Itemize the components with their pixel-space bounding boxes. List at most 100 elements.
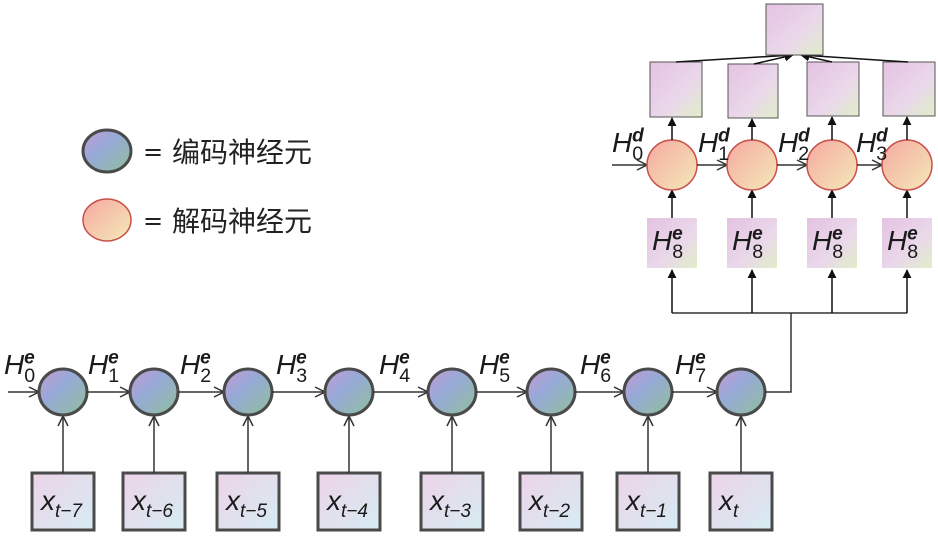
label-base: H bbox=[580, 349, 601, 380]
decoder-context-input: H8e bbox=[807, 218, 857, 268]
label-superscript: e bbox=[672, 223, 683, 244]
final-output-box bbox=[765, 3, 824, 56]
encoder-state-label: H0 bbox=[4, 349, 35, 387]
context-box bbox=[807, 218, 857, 268]
encoder-input: xt−4 bbox=[316, 471, 382, 532]
label-base: H bbox=[479, 349, 500, 380]
encoder-input: xt bbox=[708, 471, 774, 532]
label-subscript: t−1 bbox=[640, 501, 667, 522]
label-subscript: 8 bbox=[832, 241, 843, 263]
label-base: H bbox=[180, 349, 201, 380]
label-superscript: e bbox=[832, 223, 843, 244]
encoder-input: xt−5 bbox=[215, 471, 281, 532]
encoder-neuron bbox=[715, 367, 767, 417]
legend-item-encoder: = 编码神经元 bbox=[81, 128, 312, 174]
label-subscript: 7 bbox=[695, 365, 706, 387]
label-subscript: t−6 bbox=[146, 501, 173, 522]
encoder-neuron bbox=[37, 367, 89, 417]
input-label: xt−7 bbox=[39, 485, 83, 522]
label-superscript: e bbox=[296, 347, 307, 368]
label-base: H bbox=[379, 349, 400, 380]
decoder-neuron-symbol bbox=[82, 198, 132, 242]
label-subscript: 8 bbox=[752, 241, 763, 263]
encoder-state-label: H6 bbox=[580, 349, 611, 387]
context-box bbox=[727, 218, 777, 268]
decoder-output-box bbox=[649, 61, 703, 118]
label-subscript: 3 bbox=[296, 365, 307, 387]
legend-item-decoder: = 解码神经元 bbox=[82, 198, 312, 242]
label-base: H bbox=[612, 127, 633, 158]
input-box bbox=[316, 471, 382, 532]
label-subscript: 0 bbox=[24, 365, 35, 387]
label-base: x bbox=[130, 485, 147, 516]
decoder-context-input: H8e bbox=[727, 218, 777, 268]
encoder-input: xt−2 bbox=[518, 471, 584, 532]
label-base: x bbox=[527, 485, 544, 516]
encoder-state-label: H7 bbox=[675, 349, 706, 387]
legend: = 编码神经元 = 解码神经元 bbox=[81, 128, 312, 242]
aggregation-arrow bbox=[800, 51, 909, 63]
legend-equals: = bbox=[143, 207, 163, 235]
input-label: xt−1 bbox=[624, 485, 667, 522]
context-connector bbox=[667, 269, 912, 393]
input-box bbox=[518, 471, 584, 532]
label-base: H bbox=[675, 349, 696, 380]
label-base: H bbox=[4, 349, 25, 380]
encoder-state-label: H1 bbox=[88, 349, 119, 387]
legend-label-decoder: 解码神经元 bbox=[172, 205, 312, 238]
input-label: xt−2 bbox=[527, 485, 570, 522]
label-subscript: 8 bbox=[907, 241, 918, 263]
context-box bbox=[647, 218, 697, 268]
encoder-neuron bbox=[222, 367, 274, 417]
label-base: x bbox=[624, 485, 641, 516]
context-label: H8 bbox=[812, 225, 843, 263]
encoder-neuron bbox=[323, 367, 375, 417]
aggregation-arrow bbox=[753, 52, 794, 65]
label-subscript: 4 bbox=[399, 365, 410, 387]
input-label: xt−4 bbox=[325, 485, 368, 522]
label-subscript: 5 bbox=[499, 365, 510, 387]
decoder-output-box bbox=[882, 61, 936, 117]
encoder-neuron bbox=[426, 367, 478, 417]
label-base: H bbox=[732, 225, 753, 256]
context-line bbox=[765, 313, 792, 393]
decoder-context-input: H8e bbox=[647, 218, 697, 268]
aggregation-arrow bbox=[675, 50, 794, 63]
label-superscript: e bbox=[399, 347, 410, 368]
encoder-neuron bbox=[622, 367, 674, 417]
label-base: x bbox=[39, 485, 56, 516]
encoder-state-label: H5 bbox=[479, 349, 510, 387]
encoder-neuron bbox=[128, 367, 180, 417]
label-subscript: 2 bbox=[798, 143, 809, 165]
label-base: H bbox=[887, 225, 908, 256]
label-base: H bbox=[812, 225, 833, 256]
encoder-state-label: H4 bbox=[379, 349, 410, 387]
input-label: xt−5 bbox=[224, 485, 267, 522]
label-subscript: t bbox=[733, 501, 739, 522]
label-subscript: t−4 bbox=[341, 501, 368, 522]
decoder-neuron bbox=[726, 139, 778, 191]
encoder-input: xt−1 bbox=[615, 471, 681, 532]
label-superscript: e bbox=[108, 347, 119, 368]
decoder-state-label: H1 bbox=[698, 127, 729, 165]
label-subscript: t−2 bbox=[543, 501, 570, 522]
encoder-neuron bbox=[525, 367, 577, 417]
label-base: H bbox=[778, 127, 799, 158]
label-superscript: d bbox=[876, 125, 888, 146]
input-label: xt−3 bbox=[428, 485, 471, 522]
legend-equals: = bbox=[143, 138, 163, 166]
label-subscript: 3 bbox=[876, 143, 887, 165]
label-superscript: e bbox=[200, 347, 211, 368]
label-subscript: 1 bbox=[108, 365, 119, 387]
decoder-neuron bbox=[881, 139, 933, 191]
decoder-output-box bbox=[806, 61, 860, 117]
encoder-input: xt−6 bbox=[121, 471, 187, 532]
decoder-neuron bbox=[646, 139, 698, 191]
decoder-state-label: H3 bbox=[856, 127, 887, 165]
label-base: H bbox=[652, 225, 673, 256]
decoder-neuron bbox=[806, 139, 858, 191]
label-subscript: t−7 bbox=[55, 501, 83, 522]
decoder-state-label: H0 bbox=[612, 127, 643, 165]
